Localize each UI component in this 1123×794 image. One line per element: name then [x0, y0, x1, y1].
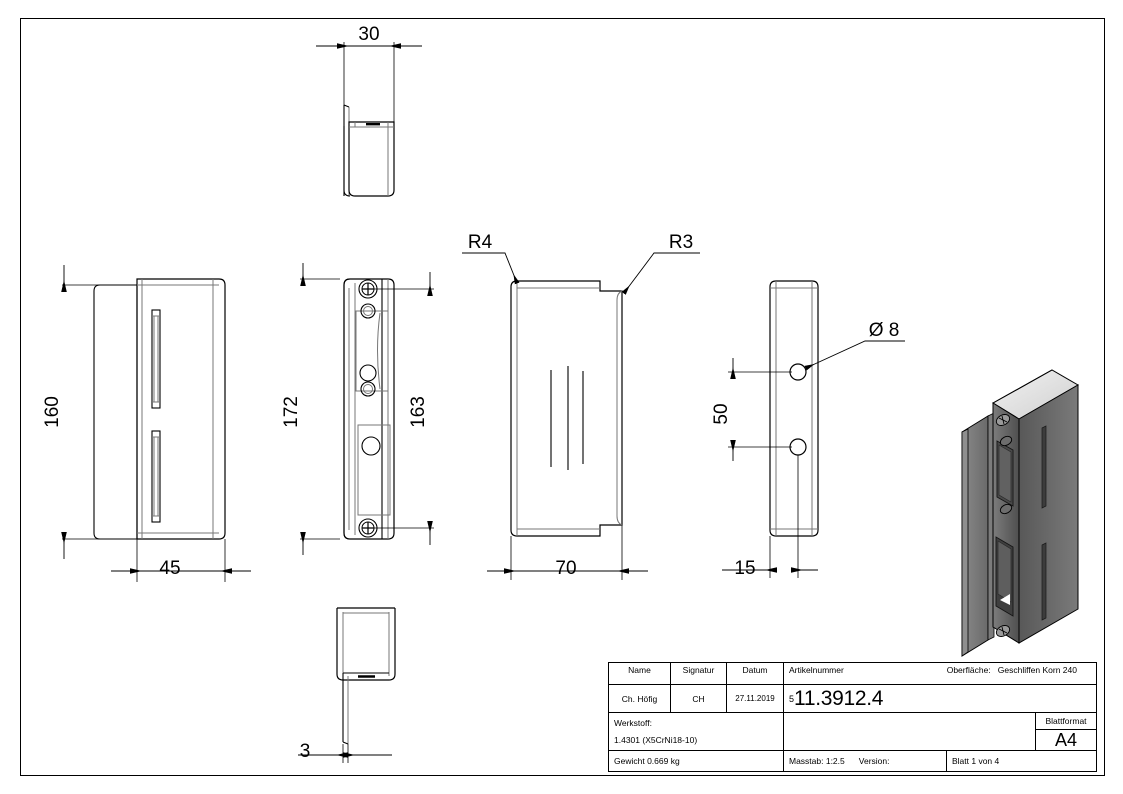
dim-label-dia8: Ø 8 — [869, 320, 900, 341]
dim-15 — [722, 455, 818, 578]
leader-dia8 — [804, 340, 905, 371]
leader-R3 — [621, 252, 700, 295]
tv-scale-version: Masstab: 1:2.5 Version: — [784, 751, 947, 771]
dim-172 — [300, 263, 340, 555]
tv-sheetformat-cell: Blattformat A4 — [1036, 713, 1096, 751]
tv-sheet-format: A4 — [1054, 730, 1078, 750]
dim-label-15: 15 — [734, 558, 755, 579]
title-block-header-row: Name Signatur Datum Artikelnummer Oberfl… — [609, 663, 1096, 685]
th-article-surface: Artikelnummer Oberfläche: Geschliffen Ko… — [784, 663, 1096, 685]
th-name: Name — [609, 663, 671, 685]
tv-signature: CH — [671, 685, 727, 713]
tv-article-number: 11.3912.4 — [794, 687, 884, 710]
th-signature: Signatur — [671, 663, 727, 685]
tv-scale: Masstab: 1:2.5 — [789, 756, 845, 766]
tv-sheet: Blatt 1 von 4 — [952, 756, 1000, 766]
tv-material-cell: Werkstoff: 1.4301 (X5CrNi18-10) — [609, 713, 784, 751]
dim-label-163: 163 — [408, 396, 429, 428]
dim-160 — [61, 265, 132, 559]
tv-version: Version: — [858, 756, 890, 766]
tv-date: 27.11.2019 — [727, 685, 784, 713]
tv-weight: Gewicht 0.669 kg — [609, 751, 784, 771]
view-right-side — [769, 280, 819, 537]
view-isometric-3d — [961, 369, 1080, 657]
dim-label-70: 70 — [555, 558, 576, 579]
dim-label-30: 30 — [358, 24, 379, 45]
th-sheet-format: Blattformat — [1036, 713, 1096, 730]
th-material-label: Werkstoff: — [614, 718, 652, 729]
dim-label-R3: R3 — [669, 232, 693, 253]
tv-name: Ch. Höfig — [609, 685, 671, 713]
dim-label-172: 172 — [281, 396, 302, 428]
title-block: Name Signatur Datum Artikelnummer Oberfl… — [608, 662, 1097, 772]
dim-label-R4: R4 — [468, 232, 493, 253]
view-left-side — [93, 278, 226, 540]
title-block-footer-row: Gewicht 0.669 kg Masstab: 1:2.5 Version:… — [609, 751, 1096, 771]
leader-R4 — [462, 252, 520, 285]
th-surface-label: Oberfläche: — [946, 665, 991, 675]
view-bottom — [336, 607, 396, 745]
dim-30 — [316, 42, 422, 122]
dim-label-3: 3 — [300, 741, 311, 762]
view-front-section — [343, 278, 395, 540]
th-date: Datum — [727, 663, 784, 685]
tv-surface-value: Geschliffen Korn 240 — [997, 665, 1077, 675]
dim-163 — [372, 272, 434, 545]
tv-article-prefix: 5 — [789, 693, 795, 704]
dim-label-160: 160 — [42, 396, 63, 428]
title-block-material-row: Werkstoff: 1.4301 (X5CrNi18-10) Blattfor… — [609, 713, 1096, 751]
dim-45 — [111, 539, 251, 582]
dim-label-50: 50 — [711, 403, 732, 424]
drawing-frame — [20, 18, 1105, 776]
tb-empty-cell — [784, 713, 1036, 751]
view-top — [343, 104, 395, 197]
th-surface: Oberfläche: Geschliffen Korn 240 — [947, 665, 1091, 675]
tv-material: 1.4301 (X5CrNi18-10) — [614, 734, 698, 745]
dim-label-45: 45 — [159, 558, 180, 579]
dim-3 — [298, 744, 392, 763]
th-article-number: Artikelnummer — [789, 665, 844, 675]
dim-50 — [728, 358, 792, 461]
view-back — [510, 280, 623, 537]
dim-70 — [487, 525, 648, 580]
